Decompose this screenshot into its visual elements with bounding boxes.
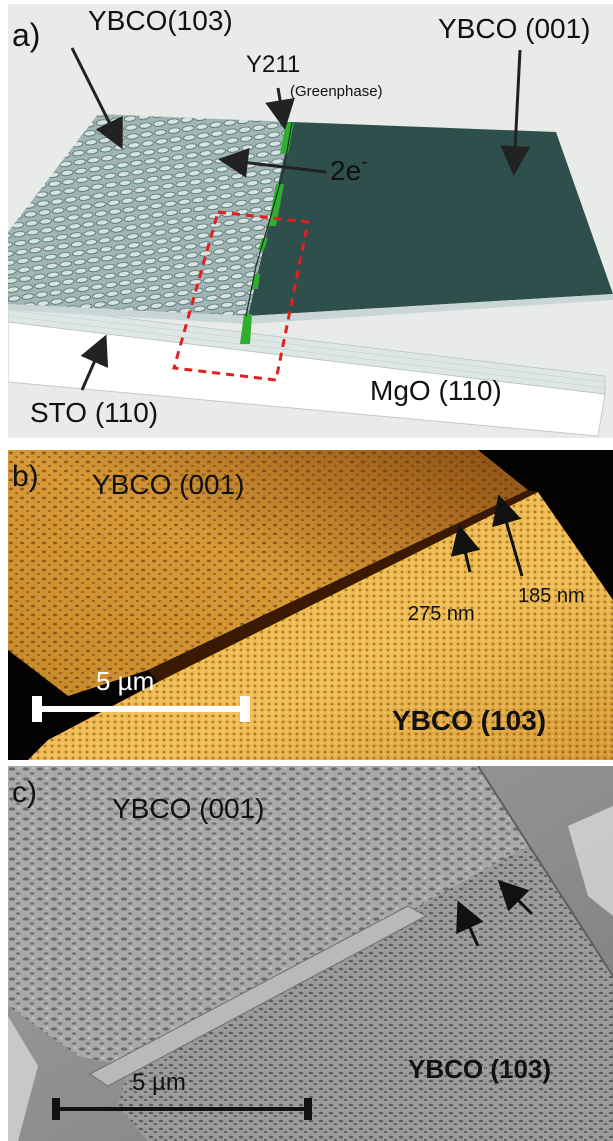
label-electrons: 2e-	[330, 151, 368, 186]
sem-scalebar-label: 5 µm	[132, 1069, 186, 1096]
afm-label-ybco103: YBCO (103)	[392, 705, 546, 736]
label-mgo: MgO (110)	[370, 375, 502, 406]
sto-layer	[8, 303, 606, 395]
sem-bridge-strip	[89, 905, 428, 1087]
panel-c-sem-image: c) YBCO (001) YBCO (103) 5 µm	[8, 766, 613, 1141]
label-ybco001: YBCO (001)	[438, 13, 591, 44]
sem-ybco103-region	[118, 846, 613, 1141]
label-y211: Y211	[246, 51, 300, 78]
afm-label-ybco001: YBCO (001)	[92, 469, 245, 500]
sem-drawing: c) YBCO (001) YBCO (103) 5 µm	[8, 766, 613, 1141]
afm-label-275nm: 275 nm	[408, 603, 475, 625]
afm-scalebar-label: 5 µm	[96, 666, 154, 696]
afm-scalebar-line	[36, 706, 246, 712]
sem-label-ybco103: YBCO (103)	[408, 1054, 551, 1084]
panel-a-schematic: a) YBCO(103) YBCO (001) Y211 (Greenphase…	[8, 4, 613, 438]
panel-c-letter: c)	[12, 776, 37, 809]
label-greenphase: (Greenphase)	[290, 83, 383, 100]
film-front-edge	[8, 294, 613, 324]
afm-drawing: b) YBCO (001) 185 nm 275 nm 5 µm YBCO (1…	[8, 450, 613, 760]
panel-a-letter: a)	[12, 17, 40, 53]
panel-b-afm-image: b) YBCO (001) 185 nm 275 nm 5 µm YBCO (1…	[8, 450, 613, 760]
sem-scalebar-line	[54, 1107, 310, 1111]
panel-b-letter: b)	[12, 460, 39, 493]
sem-ybco001-region	[8, 766, 528, 1066]
afm-trench	[148, 490, 538, 682]
schematic-drawing: a) YBCO(103) YBCO (001) Y211 (Greenphase…	[8, 5, 613, 437]
label-sto: STO (110)	[30, 397, 158, 428]
afm-label-185nm: 185 nm	[518, 585, 585, 607]
sem-label-ybco001: YBCO (001)	[112, 793, 265, 824]
label-ybco103: YBCO(103)	[88, 5, 233, 36]
ybco001-film	[248, 122, 613, 316]
bridge-outline-box	[172, 210, 310, 382]
